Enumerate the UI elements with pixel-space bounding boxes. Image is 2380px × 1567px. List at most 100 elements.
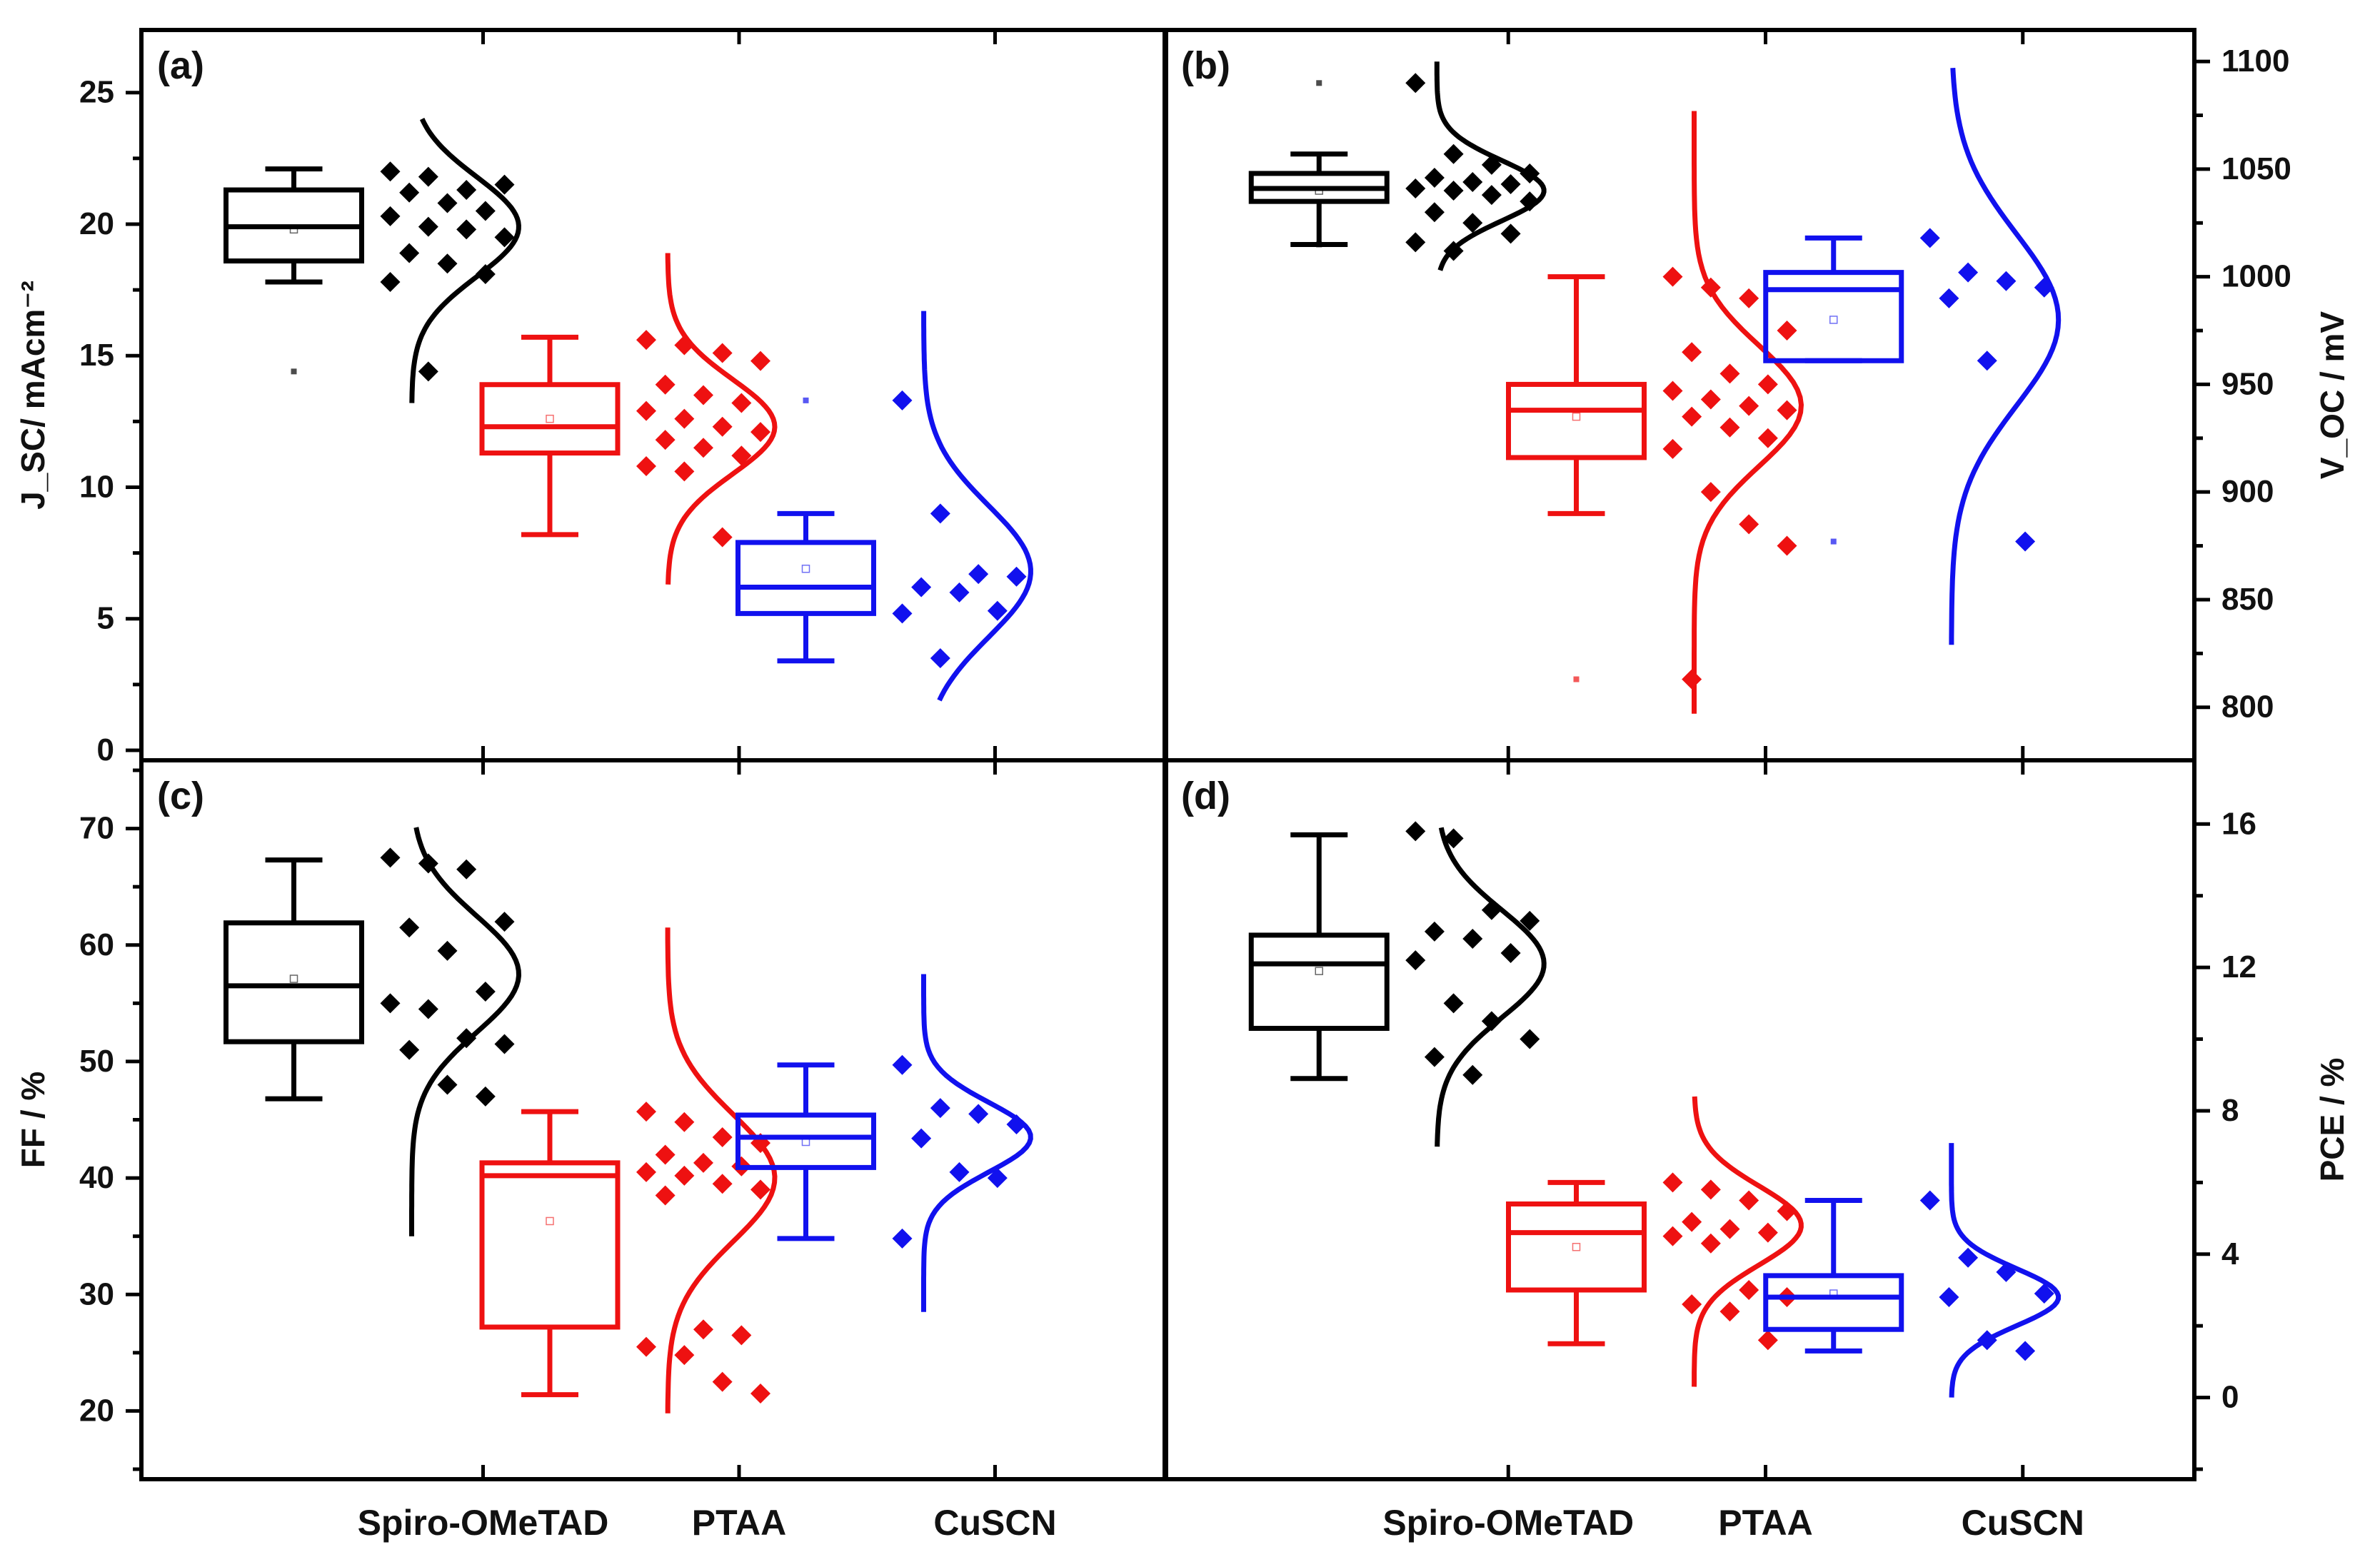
data-point xyxy=(1977,351,1997,371)
data-point xyxy=(712,343,733,363)
data-point xyxy=(911,577,932,598)
data-point xyxy=(674,1112,695,1132)
mean-marker xyxy=(801,564,810,573)
outlier-marker xyxy=(803,397,809,403)
data-point xyxy=(1405,232,1426,253)
series-cuscn xyxy=(1763,1143,2062,1398)
data-point xyxy=(731,445,752,466)
mean-marker xyxy=(1315,967,1323,975)
data-point xyxy=(1443,993,1464,1014)
data-point xyxy=(1424,167,1445,188)
distribution-curve xyxy=(409,118,521,403)
data-point xyxy=(418,166,438,187)
data-point xyxy=(380,272,401,293)
data-point xyxy=(1500,223,1521,244)
data-point xyxy=(1500,943,1521,964)
data-point xyxy=(1700,1179,1721,1200)
data-point xyxy=(1662,1172,1683,1193)
x-tick-label: CuSCN xyxy=(1962,1503,2084,1543)
mean-marker xyxy=(289,974,298,983)
data-point xyxy=(1682,406,1702,427)
data-point xyxy=(1520,163,1540,183)
data-point xyxy=(1700,482,1721,503)
data-point xyxy=(1481,154,1502,175)
y-tick-label: 25 xyxy=(79,75,114,110)
data-point xyxy=(750,351,770,371)
data-point xyxy=(380,206,401,226)
data-point xyxy=(1939,1287,1959,1308)
y-tick-label: 1050 xyxy=(2221,151,2291,186)
data-point xyxy=(475,263,496,284)
y-tick-label: 1100 xyxy=(2221,44,2289,79)
data-point xyxy=(693,385,713,405)
box xyxy=(479,1160,621,1330)
distribution-curve xyxy=(1949,1143,2062,1398)
series-spiro-ometad xyxy=(1248,61,1547,271)
distribution-curve xyxy=(1949,67,2062,645)
y-tick-label: 60 xyxy=(79,927,114,962)
x-tick-label: PTAA xyxy=(1718,1503,1812,1543)
distribution-curve xyxy=(665,927,778,1414)
data-point xyxy=(399,243,420,263)
data-point xyxy=(1481,185,1502,206)
data-point xyxy=(911,1128,932,1149)
data-point xyxy=(674,1165,695,1186)
data-point xyxy=(380,993,401,1014)
distribution-curve xyxy=(1435,827,1547,1147)
x-tick-label: CuSCN xyxy=(933,1503,1056,1543)
data-point xyxy=(418,999,438,1019)
data-point xyxy=(1405,178,1426,199)
box xyxy=(1248,932,1390,1031)
mean-marker xyxy=(289,225,298,234)
data-point xyxy=(1424,921,1445,942)
series-ptaa xyxy=(479,253,778,585)
data-point xyxy=(437,1074,458,1095)
y-axis-title: J_SC/ mAcm⁻² xyxy=(14,281,51,510)
data-point xyxy=(1006,1114,1027,1135)
data-point xyxy=(1919,1190,1940,1211)
data-point xyxy=(494,912,515,932)
data-point xyxy=(1682,1211,1702,1232)
data-point xyxy=(987,1168,1008,1189)
data-point xyxy=(2034,277,2054,298)
data-point xyxy=(1757,1330,1778,1351)
data-point xyxy=(1700,277,1721,298)
series-spiro-ometad xyxy=(1248,821,1547,1147)
series-cuscn xyxy=(1763,67,2062,645)
data-point xyxy=(1662,438,1683,459)
series-spiro-ometad xyxy=(224,118,521,403)
box xyxy=(1506,1201,1647,1293)
data-point xyxy=(655,1185,676,1206)
data-point xyxy=(1462,928,1483,949)
data-point xyxy=(636,1102,656,1122)
series-ptaa xyxy=(479,927,778,1414)
data-point xyxy=(1996,271,2017,291)
data-point xyxy=(1682,669,1702,690)
data-point xyxy=(1739,395,1759,416)
data-point xyxy=(1520,191,1540,212)
data-point xyxy=(636,456,656,476)
data-point xyxy=(1939,288,1959,308)
mean-marker xyxy=(801,1137,810,1147)
data-point xyxy=(2034,1283,2054,1304)
data-point xyxy=(712,1371,733,1392)
data-point xyxy=(1958,262,1979,283)
data-point xyxy=(399,182,420,203)
data-point xyxy=(380,161,401,182)
data-point xyxy=(1405,950,1426,971)
data-point xyxy=(712,527,733,548)
outlier-marker xyxy=(1830,538,1837,545)
data-point xyxy=(494,174,515,195)
y-tick-label: 950 xyxy=(2221,366,2274,401)
data-point xyxy=(949,582,970,603)
data-point xyxy=(1739,1279,1759,1300)
x-tick-label: PTAA xyxy=(692,1503,786,1543)
series-cuscn xyxy=(735,974,1033,1312)
panel-frame xyxy=(1163,28,2196,762)
data-point xyxy=(1462,172,1483,192)
data-point xyxy=(456,859,477,880)
mean-marker xyxy=(1315,186,1323,195)
